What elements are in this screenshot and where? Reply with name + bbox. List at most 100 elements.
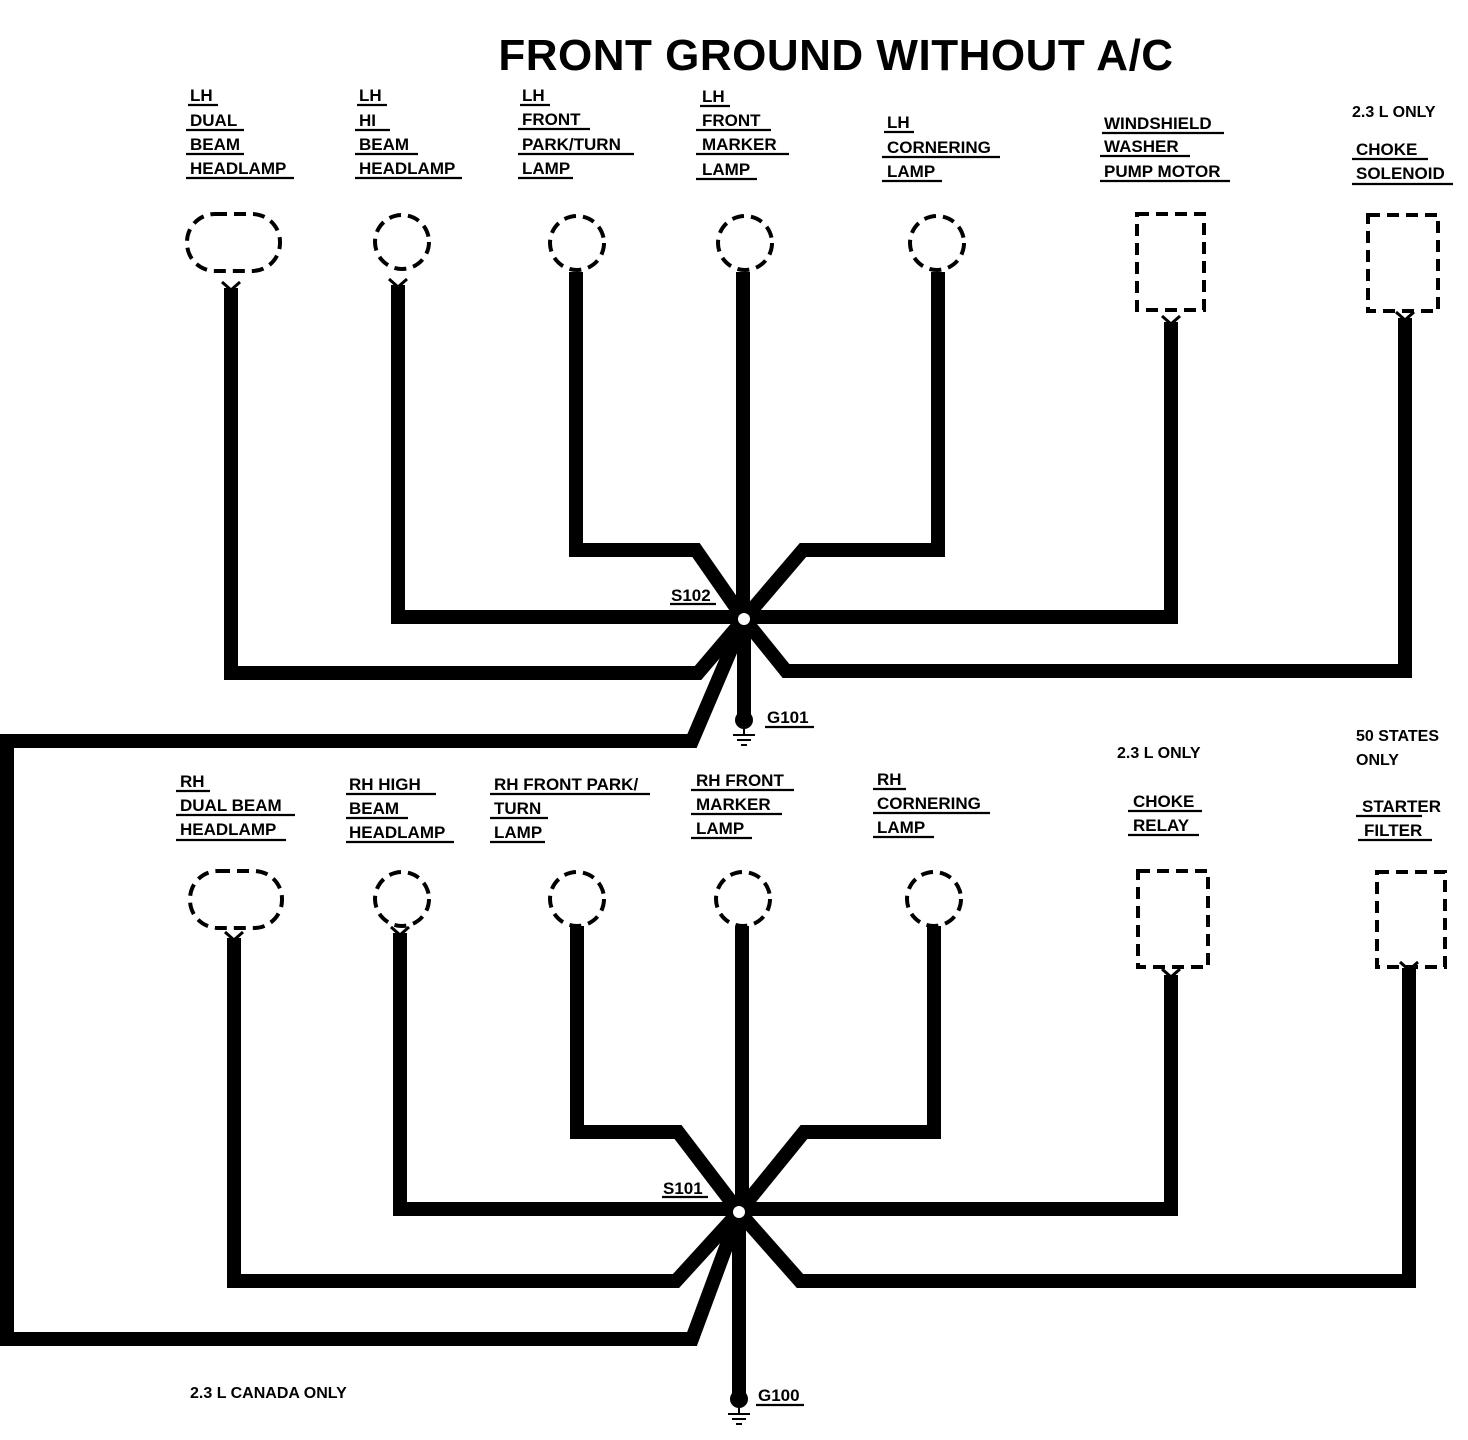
label-lh-cornering-lamp: LH CORNERING LAMP — [882, 113, 1000, 183]
svg-text:LAMP: LAMP — [522, 159, 570, 178]
rh-front-marker-lamp-symbol — [714, 870, 772, 928]
starter-filter-symbol — [1375, 870, 1447, 969]
note-50-states-line1: 50 STATES — [1356, 728, 1439, 745]
svg-text:CHOKE: CHOKE — [1356, 140, 1417, 159]
svg-text:FILTER: FILTER — [1364, 821, 1422, 840]
wire-choke-relay — [739, 975, 1178, 1216]
label-lh-hi-beam-headlamp: LH HI BEAM HEADLAMP — [355, 86, 462, 180]
svg-text:LAMP: LAMP — [696, 819, 744, 838]
wire-starter-filter — [733, 968, 1416, 1288]
ground-g100: G100 — [728, 1386, 804, 1425]
wire-rh-high-beam — [393, 933, 739, 1216]
lh-dual-beam-headlamp-symbol — [185, 212, 282, 273]
label-choke-solenoid: 2.3 L ONLY CHOKE SOLENOID — [1352, 104, 1453, 186]
lower-components — [188, 869, 1447, 969]
svg-text:LAMP: LAMP — [494, 823, 542, 842]
svg-text:PARK/TURN: PARK/TURN — [522, 135, 621, 154]
svg-text:LH: LH — [887, 113, 910, 132]
upper-wires — [0, 272, 1412, 1346]
svg-text:CORNERING: CORNERING — [887, 138, 991, 157]
svg-text:HEADLAMP: HEADLAMP — [180, 820, 276, 839]
wire-choke-solenoid — [738, 318, 1412, 678]
svg-text:LAMP: LAMP — [887, 162, 935, 181]
wire-rh-dual-beam — [227, 938, 745, 1288]
svg-text:RH FRONT: RH FRONT — [696, 771, 784, 790]
svg-text:WINDSHIELD: WINDSHIELD — [1104, 114, 1212, 133]
wire-rh-cornering — [733, 926, 941, 1217]
svg-text:LAMP: LAMP — [877, 818, 925, 837]
note-50-states-line2: ONLY — [1356, 752, 1399, 769]
label-lh-front-park-turn-lamp: LH FRONT PARK/TURN LAMP — [518, 86, 634, 180]
svg-text:DUAL: DUAL — [190, 111, 237, 130]
wire-lh-dual-beam — [224, 288, 750, 680]
lh-cornering-lamp-symbol — [908, 214, 966, 272]
wire-washer-pump — [744, 322, 1178, 624]
svg-text:RH: RH — [180, 772, 205, 791]
svg-text:PUMP MOTOR: PUMP MOTOR — [1104, 162, 1221, 181]
rh-cornering-lamp-symbol — [905, 870, 963, 928]
choke-solenoid-symbol — [1366, 213, 1440, 313]
svg-text:BEAM: BEAM — [359, 135, 409, 154]
label-lh-front-marker-lamp: LH FRONT MARKER LAMP — [696, 87, 789, 181]
wire-lh-cornering — [738, 272, 945, 624]
svg-text:CORNERING: CORNERING — [877, 794, 981, 813]
windshield-washer-pump-motor-symbol — [1135, 212, 1206, 312]
lh-front-park-turn-lamp-symbol — [548, 214, 606, 272]
rh-dual-beam-headlamp-symbol — [188, 869, 284, 930]
label-rh-front-marker-lamp: RH FRONT MARKER LAMP — [691, 771, 794, 840]
lh-hi-beam-headlamp-symbol — [373, 213, 431, 271]
splice-s102: S102 — [670, 586, 758, 633]
note-canada-only: 2.3 L CANADA ONLY — [190, 1385, 347, 1402]
rh-front-park-turn-lamp-symbol — [548, 870, 606, 928]
wire-rh-park-turn — [570, 926, 745, 1217]
splice-s101: S101 — [662, 1179, 753, 1226]
wire-crossover — [0, 616, 751, 1346]
svg-text:LH: LH — [522, 86, 545, 105]
connector-tips — [221, 277, 1419, 980]
rh-high-beam-headlamp-symbol — [373, 870, 431, 928]
label-windshield-washer-pump-motor: WINDSHIELD WASHER PUMP MOTOR — [1100, 114, 1230, 183]
svg-text:HEADLAMP: HEADLAMP — [359, 159, 455, 178]
svg-text:BEAM: BEAM — [349, 799, 399, 818]
label-starter-filter: 50 STATES ONLY STARTER FILTER — [1356, 728, 1441, 842]
ground-label-g101: G101 — [767, 708, 809, 727]
label-lh-dual-beam-headlamp: LH DUAL BEAM HEADLAMP — [186, 86, 294, 180]
svg-text:FRONT: FRONT — [702, 111, 761, 130]
label-rh-dual-beam-headlamp: RH DUAL BEAM HEADLAMP — [176, 772, 295, 842]
splice-label-s102: S102 — [671, 586, 711, 605]
lh-front-marker-lamp-symbol — [716, 214, 774, 272]
svg-text:LAMP: LAMP — [702, 160, 750, 179]
svg-text:SOLENOID: SOLENOID — [1356, 164, 1445, 183]
svg-text:RELAY: RELAY — [1133, 816, 1190, 835]
note-2-3-l-only-upper: 2.3 L ONLY — [1352, 104, 1436, 121]
wire-lh-park-turn — [569, 272, 750, 623]
svg-text:CHOKE: CHOKE — [1133, 792, 1194, 811]
svg-text:BEAM: BEAM — [190, 135, 240, 154]
svg-text:MARKER: MARKER — [702, 135, 777, 154]
label-rh-high-beam-headlamp: RH HIGH BEAM HEADLAMP — [346, 775, 454, 844]
label-rh-cornering-lamp: RH CORNERING LAMP — [873, 770, 990, 839]
svg-text:RH: RH — [877, 770, 902, 789]
svg-text:STARTER: STARTER — [1362, 797, 1441, 816]
upper-components — [185, 212, 1440, 313]
wire-lh-hi-beam — [391, 285, 744, 624]
choke-relay-symbol — [1136, 869, 1210, 969]
lower-wires — [227, 926, 1416, 1398]
svg-text:DUAL BEAM: DUAL BEAM — [180, 796, 282, 815]
splice-label-s101: S101 — [663, 1179, 703, 1198]
ground-g101: G101 — [733, 708, 814, 746]
svg-text:RH FRONT PARK/: RH FRONT PARK/ — [494, 775, 638, 794]
label-choke-relay: 2.3 L ONLY CHOKE RELAY — [1117, 745, 1202, 837]
svg-text:FRONT: FRONT — [522, 110, 581, 129]
svg-text:LH: LH — [702, 87, 725, 106]
label-rh-front-park-turn-lamp: RH FRONT PARK/ TURN LAMP — [490, 775, 650, 844]
svg-text:RH HIGH: RH HIGH — [349, 775, 421, 794]
svg-text:HI: HI — [359, 111, 376, 130]
svg-text:WASHER: WASHER — [1104, 137, 1179, 156]
svg-text:LH: LH — [359, 86, 382, 105]
ground-label-g100: G100 — [758, 1386, 800, 1405]
diagram-title: FRONT GROUND WITHOUT A/C — [498, 31, 1173, 80]
svg-text:HEADLAMP: HEADLAMP — [349, 823, 445, 842]
